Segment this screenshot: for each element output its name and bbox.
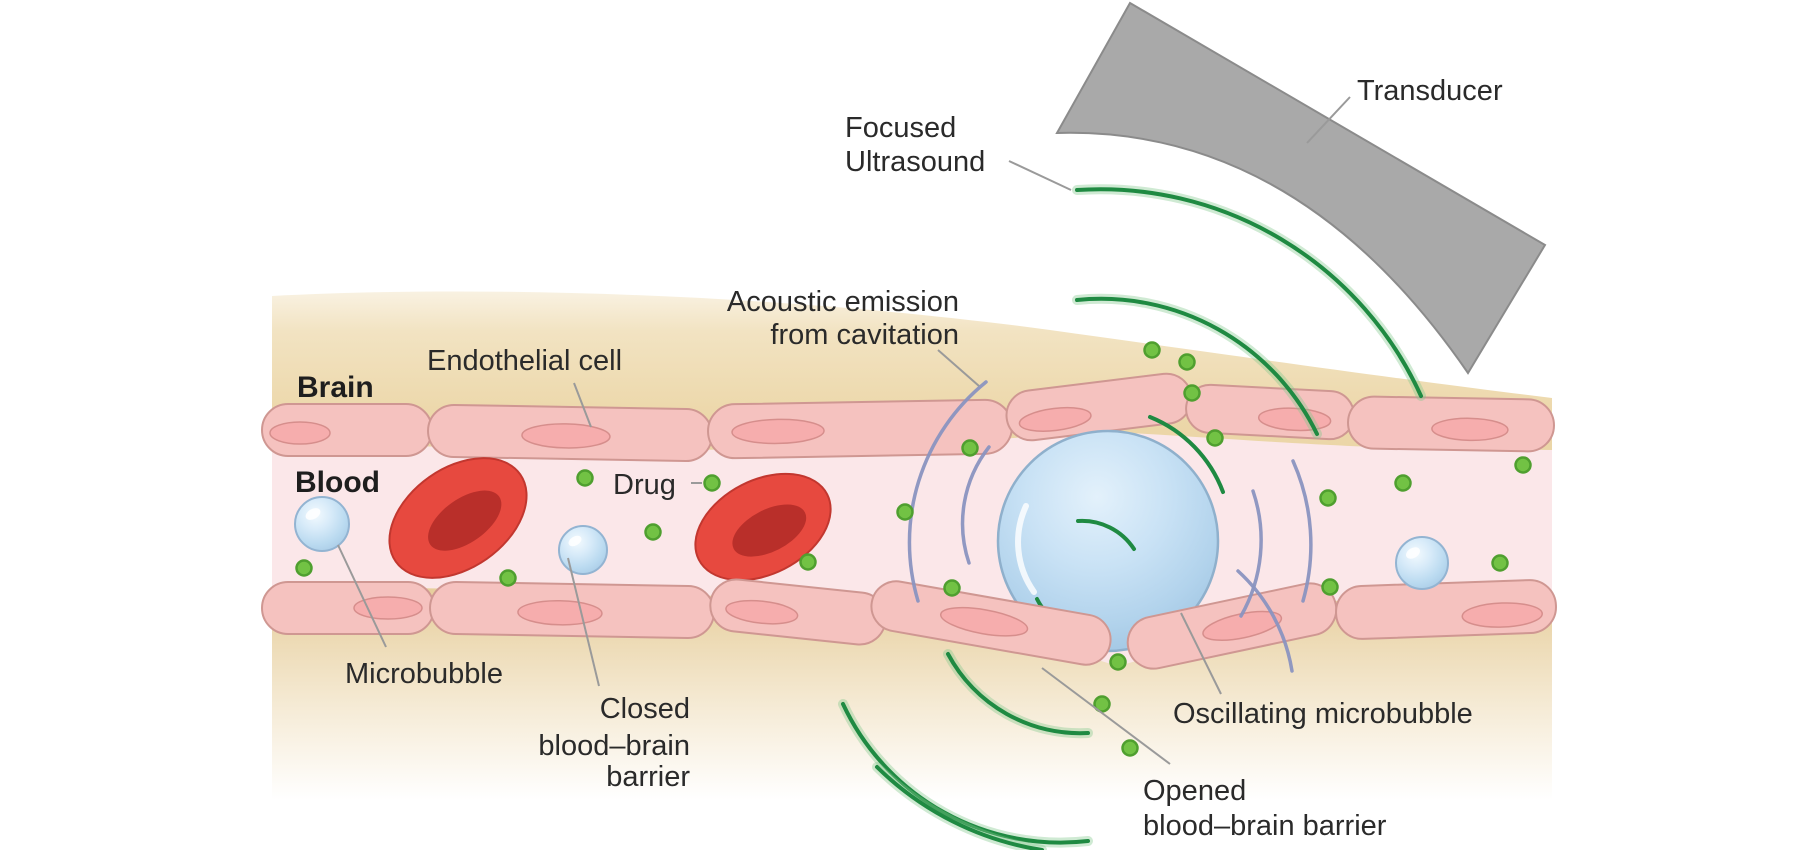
leader-line-acoustic-emission [937, 349, 980, 387]
focused-ultrasound-waves [1072, 184, 1426, 494]
label-acoustic-emission-line1: Acoustic emission [727, 286, 959, 318]
microbubble-3 [1395, 536, 1449, 590]
ultrasound-arc-1 [1075, 187, 1423, 398]
emission-arc-right-outer [1291, 459, 1313, 603]
leader-line-transducer [1306, 96, 1351, 144]
drug-dot [295, 559, 313, 577]
label-transducer: Transducer [1357, 75, 1503, 107]
drug-dot [1319, 489, 1337, 507]
drug-dot [1143, 341, 1161, 359]
drug-dot [644, 523, 662, 541]
emission-arc-left-outer [907, 380, 988, 603]
drug-dot [799, 553, 817, 571]
endothelial-nucleus [1018, 406, 1092, 432]
drug-dot [1183, 384, 1201, 402]
label-oscillating-microbubble: Oscillating microbubble [1173, 698, 1473, 730]
drug-dot-escaping-2 [1093, 695, 1111, 713]
leader-line-focused-ultrasound [1008, 160, 1072, 191]
leader-line-endothelial-cell [573, 382, 592, 428]
label-drug: Drug [613, 469, 676, 501]
endothelial-nucleus [725, 599, 799, 625]
endothelial-nucleus [1431, 417, 1509, 442]
label-opened-bbb-line1: Opened [1143, 775, 1246, 807]
endothelial-row-bottom [261, 578, 1557, 670]
label-closed-bbb-line1: Closed [600, 693, 690, 725]
label-closed-bbb-line3: barrier [606, 761, 690, 793]
emission-arc-right-lower [1236, 569, 1294, 673]
label-endothelial-cell: Endothelial cell [427, 345, 622, 377]
label-opened-bbb-line2: blood–brain barrier [1143, 810, 1387, 842]
drug-dot [1514, 456, 1532, 474]
transducer-shape [1055, 1, 1547, 375]
leader-line-microbubble [337, 544, 387, 648]
ultrasound-arc-3 [1148, 415, 1225, 494]
drug-dot-escaping-3 [1121, 739, 1139, 757]
drug-dot [499, 569, 517, 587]
drug-dot [576, 469, 594, 487]
transmitted-arc-1 [946, 652, 1090, 736]
red-blood-cell-1 [388, 457, 528, 579]
endothelial-nucleus [939, 606, 1029, 637]
drug-dot [1206, 429, 1224, 447]
drug-dot [961, 439, 979, 457]
internal-wave-arc-1 [1076, 518, 1136, 551]
label-blood: Blood [295, 466, 380, 499]
label-closed-bbb-line2: blood–brain [538, 730, 690, 762]
drug-dot [703, 474, 721, 492]
endothelial-nucleus [521, 423, 611, 449]
transmitted-arc-2 [841, 702, 1090, 845]
endothelial-nucleus [1461, 602, 1543, 628]
label-microbubble: Microbubble [345, 658, 503, 690]
ultrasound-arc-2 [1075, 296, 1319, 436]
transmitted-arc-3 [875, 765, 1044, 850]
drug-dot [1178, 353, 1196, 371]
endothelial-nucleus [1202, 610, 1283, 642]
drug-dot [1491, 554, 1509, 572]
emission-arc-right-inner [1239, 489, 1263, 618]
endothelial-nucleus [517, 600, 603, 626]
drug-dot [896, 503, 914, 521]
bubble-highlight [1015, 503, 1037, 595]
drug-dot [1394, 474, 1412, 492]
acoustic-emission-arcs [907, 380, 1313, 673]
drug-dot [943, 579, 961, 597]
drug-particles [295, 341, 1532, 757]
endothelial-nucleus [731, 418, 825, 445]
drug-dot-escaping-1 [1109, 653, 1127, 671]
microbubble-1 [294, 496, 350, 552]
red-blood-cell-2 [694, 472, 832, 582]
emission-arc-left-inner [960, 445, 991, 565]
drug-dot [1321, 578, 1339, 596]
label-brain: Brain [297, 371, 374, 404]
label-acoustic-emission-line2: from cavitation [770, 319, 959, 351]
leader-line-oscillating-microbubble [1180, 612, 1222, 695]
transmitted-ultrasound-waves [838, 649, 1093, 850]
leader-line-opened-bbb [1041, 667, 1171, 765]
microbubble-2 [558, 525, 608, 575]
endothelial-nucleus [269, 421, 331, 445]
label-focused-ultrasound-line1: Focused [845, 112, 956, 144]
label-focused-ultrasound-line2: Ultrasound [845, 146, 985, 178]
leader-line-closed-bbb [567, 557, 600, 687]
